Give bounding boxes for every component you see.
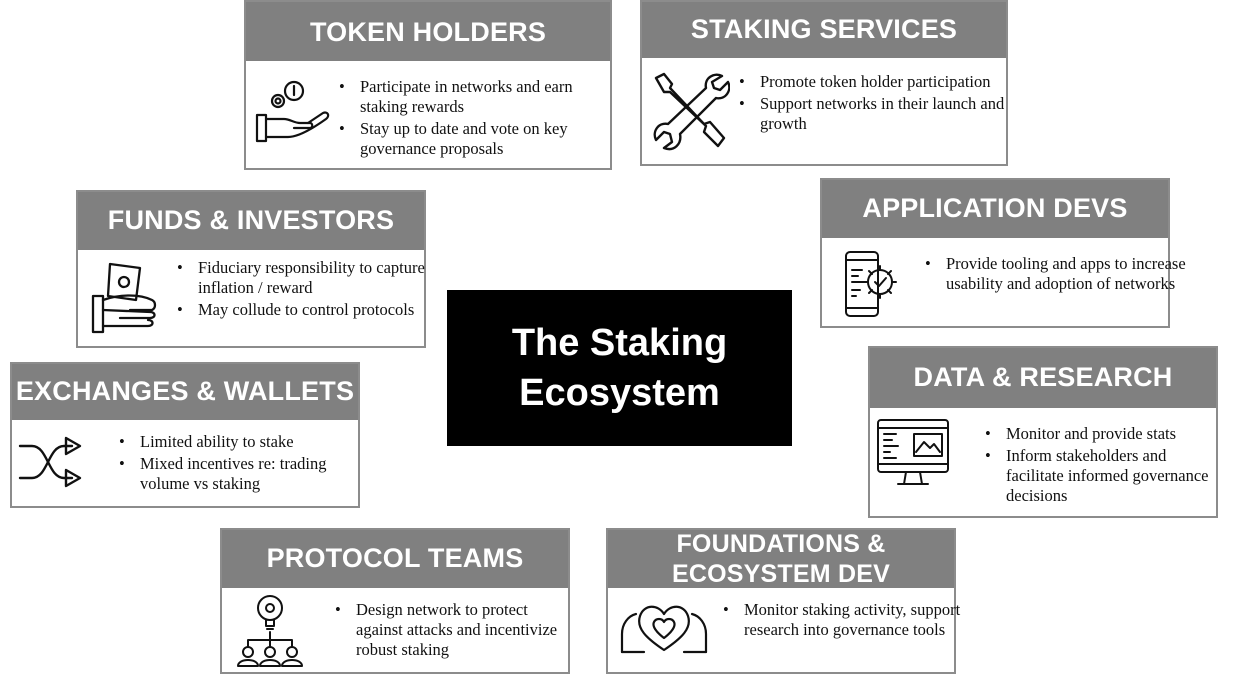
card-title: FUNDS & INVESTORS bbox=[78, 192, 424, 250]
card-title: TOKEN HOLDERS bbox=[246, 2, 610, 61]
hands-heart-icon bbox=[618, 594, 714, 660]
bullet-item: Stay up to date and vote on key governan… bbox=[339, 119, 620, 159]
card-token-holders: TOKEN HOLDERS Participate in networks an… bbox=[244, 0, 612, 170]
card-title: PROTOCOL TEAMS bbox=[222, 530, 568, 588]
card-title: STAKING SERVICES bbox=[642, 2, 1006, 58]
bullet-item: Design network to protect against attack… bbox=[335, 600, 576, 660]
card-title: EXCHANGES & WALLETS bbox=[12, 364, 358, 420]
card-title-line1: FOUNDATIONS & bbox=[676, 530, 886, 558]
bullet-item: Fiduciary responsibility to capture infl… bbox=[177, 258, 428, 298]
bullet-item: Promote token holder participation bbox=[739, 72, 1010, 92]
card-funds-investors: FUNDS & INVESTORS Fiduciary responsibili… bbox=[76, 190, 426, 348]
card-protocol-teams: PROTOCOL TEAMS Design network to protect… bbox=[220, 528, 570, 674]
card-staking-services: STAKING SERVICES Promote token holder pa… bbox=[640, 0, 1008, 166]
center-title-line1: The Staking bbox=[511, 322, 728, 364]
bullet-item: Mixed incentives re: trading volume vs s… bbox=[119, 454, 370, 494]
card-title: FOUNDATIONS & ECOSYSTEM DEV bbox=[608, 530, 954, 588]
center-title-box: The Staking Ecosystem bbox=[447, 290, 792, 446]
card-data-research: DATA & RESEARCH Monitor and provide stat… bbox=[868, 346, 1218, 518]
phone-gear-icon bbox=[842, 250, 902, 320]
bullet-item: Support networks in their launch and gro… bbox=[739, 94, 1010, 134]
bullet-item: Participate in networks and earn staking… bbox=[339, 77, 620, 117]
bullet-item: Monitor and provide stats bbox=[985, 424, 1226, 444]
bullet-item: Inform stakeholders and facilitate infor… bbox=[985, 446, 1226, 506]
bullet-item: Monitor staking activity, support resear… bbox=[723, 600, 964, 640]
center-title-line2: Ecosystem bbox=[519, 372, 720, 414]
bulb-team-icon bbox=[234, 594, 304, 668]
card-title: DATA & RESEARCH bbox=[870, 348, 1216, 408]
hand-coins-icon bbox=[254, 79, 334, 145]
wrench-screwdriver-icon bbox=[650, 70, 730, 152]
bullet-item: May collude to control protocols bbox=[177, 300, 428, 320]
card-exchanges-wallets: EXCHANGES & WALLETS Limited ability to s… bbox=[10, 362, 360, 508]
hand-money-icon bbox=[90, 260, 160, 336]
card-title: APPLICATION DEVS bbox=[822, 180, 1168, 238]
monitor-chart-icon bbox=[876, 418, 952, 494]
bullet-item: Provide tooling and apps to increase usa… bbox=[925, 254, 1186, 294]
card-application-devs: APPLICATION DEVS Provide tooling and app… bbox=[820, 178, 1186, 328]
shuffle-arrows-icon bbox=[18, 436, 84, 490]
bullet-item: Limited ability to stake bbox=[119, 432, 370, 452]
card-foundations-ecosystem-dev: FOUNDATIONS & ECOSYSTEM DEV Monitor stak… bbox=[606, 528, 960, 674]
card-title-line2: ECOSYSTEM DEV bbox=[672, 560, 890, 588]
